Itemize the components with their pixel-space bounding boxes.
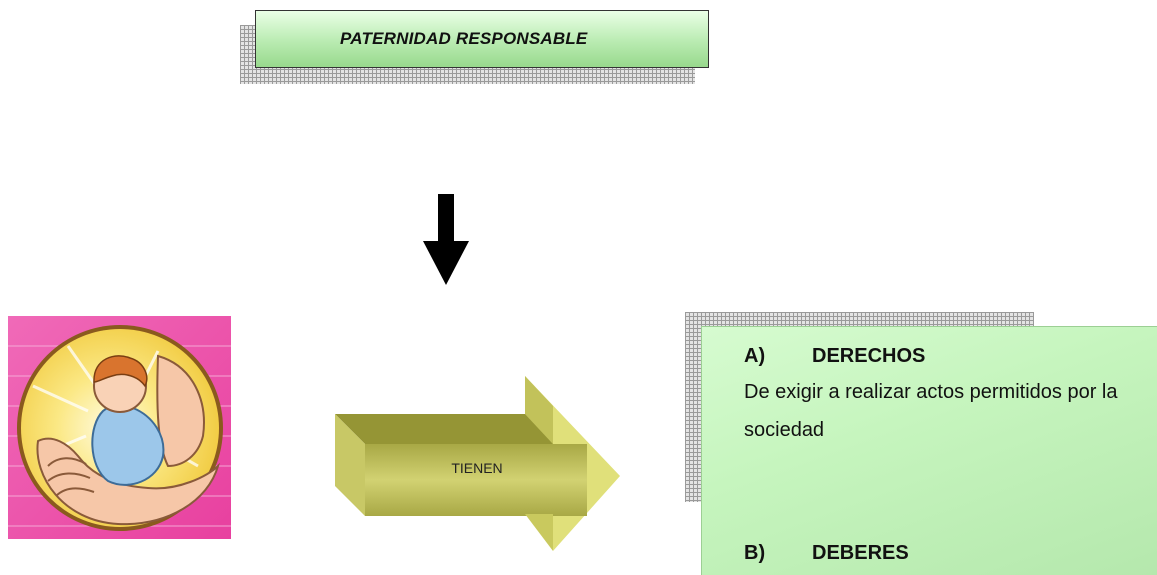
- section-b-heading: B) DEBERES: [744, 542, 909, 565]
- arrow-label: TIENEN: [451, 460, 502, 476]
- section-a-letter: A): [744, 345, 766, 367]
- info-box: A) DERECHOS De exigir a realizar actos pe…: [701, 326, 1157, 575]
- child-held-in-hand-image: [8, 316, 231, 539]
- title-text: PATERNIDAD RESPONSABLE: [340, 29, 588, 48]
- section-a-heading: A) DERECHOS: [744, 345, 925, 368]
- tienen-arrow: TIENEN: [335, 376, 620, 551]
- down-arrow-icon: [423, 194, 469, 285]
- section-b-title: DEBERES: [812, 542, 909, 564]
- section-b-letter: B): [744, 542, 766, 564]
- section-a-title: DERECHOS: [812, 345, 926, 367]
- section-a-body: De exigir a realizar actos permitidos po…: [744, 381, 1118, 441]
- title-box: PATERNIDAD RESPONSABLE: [255, 10, 709, 68]
